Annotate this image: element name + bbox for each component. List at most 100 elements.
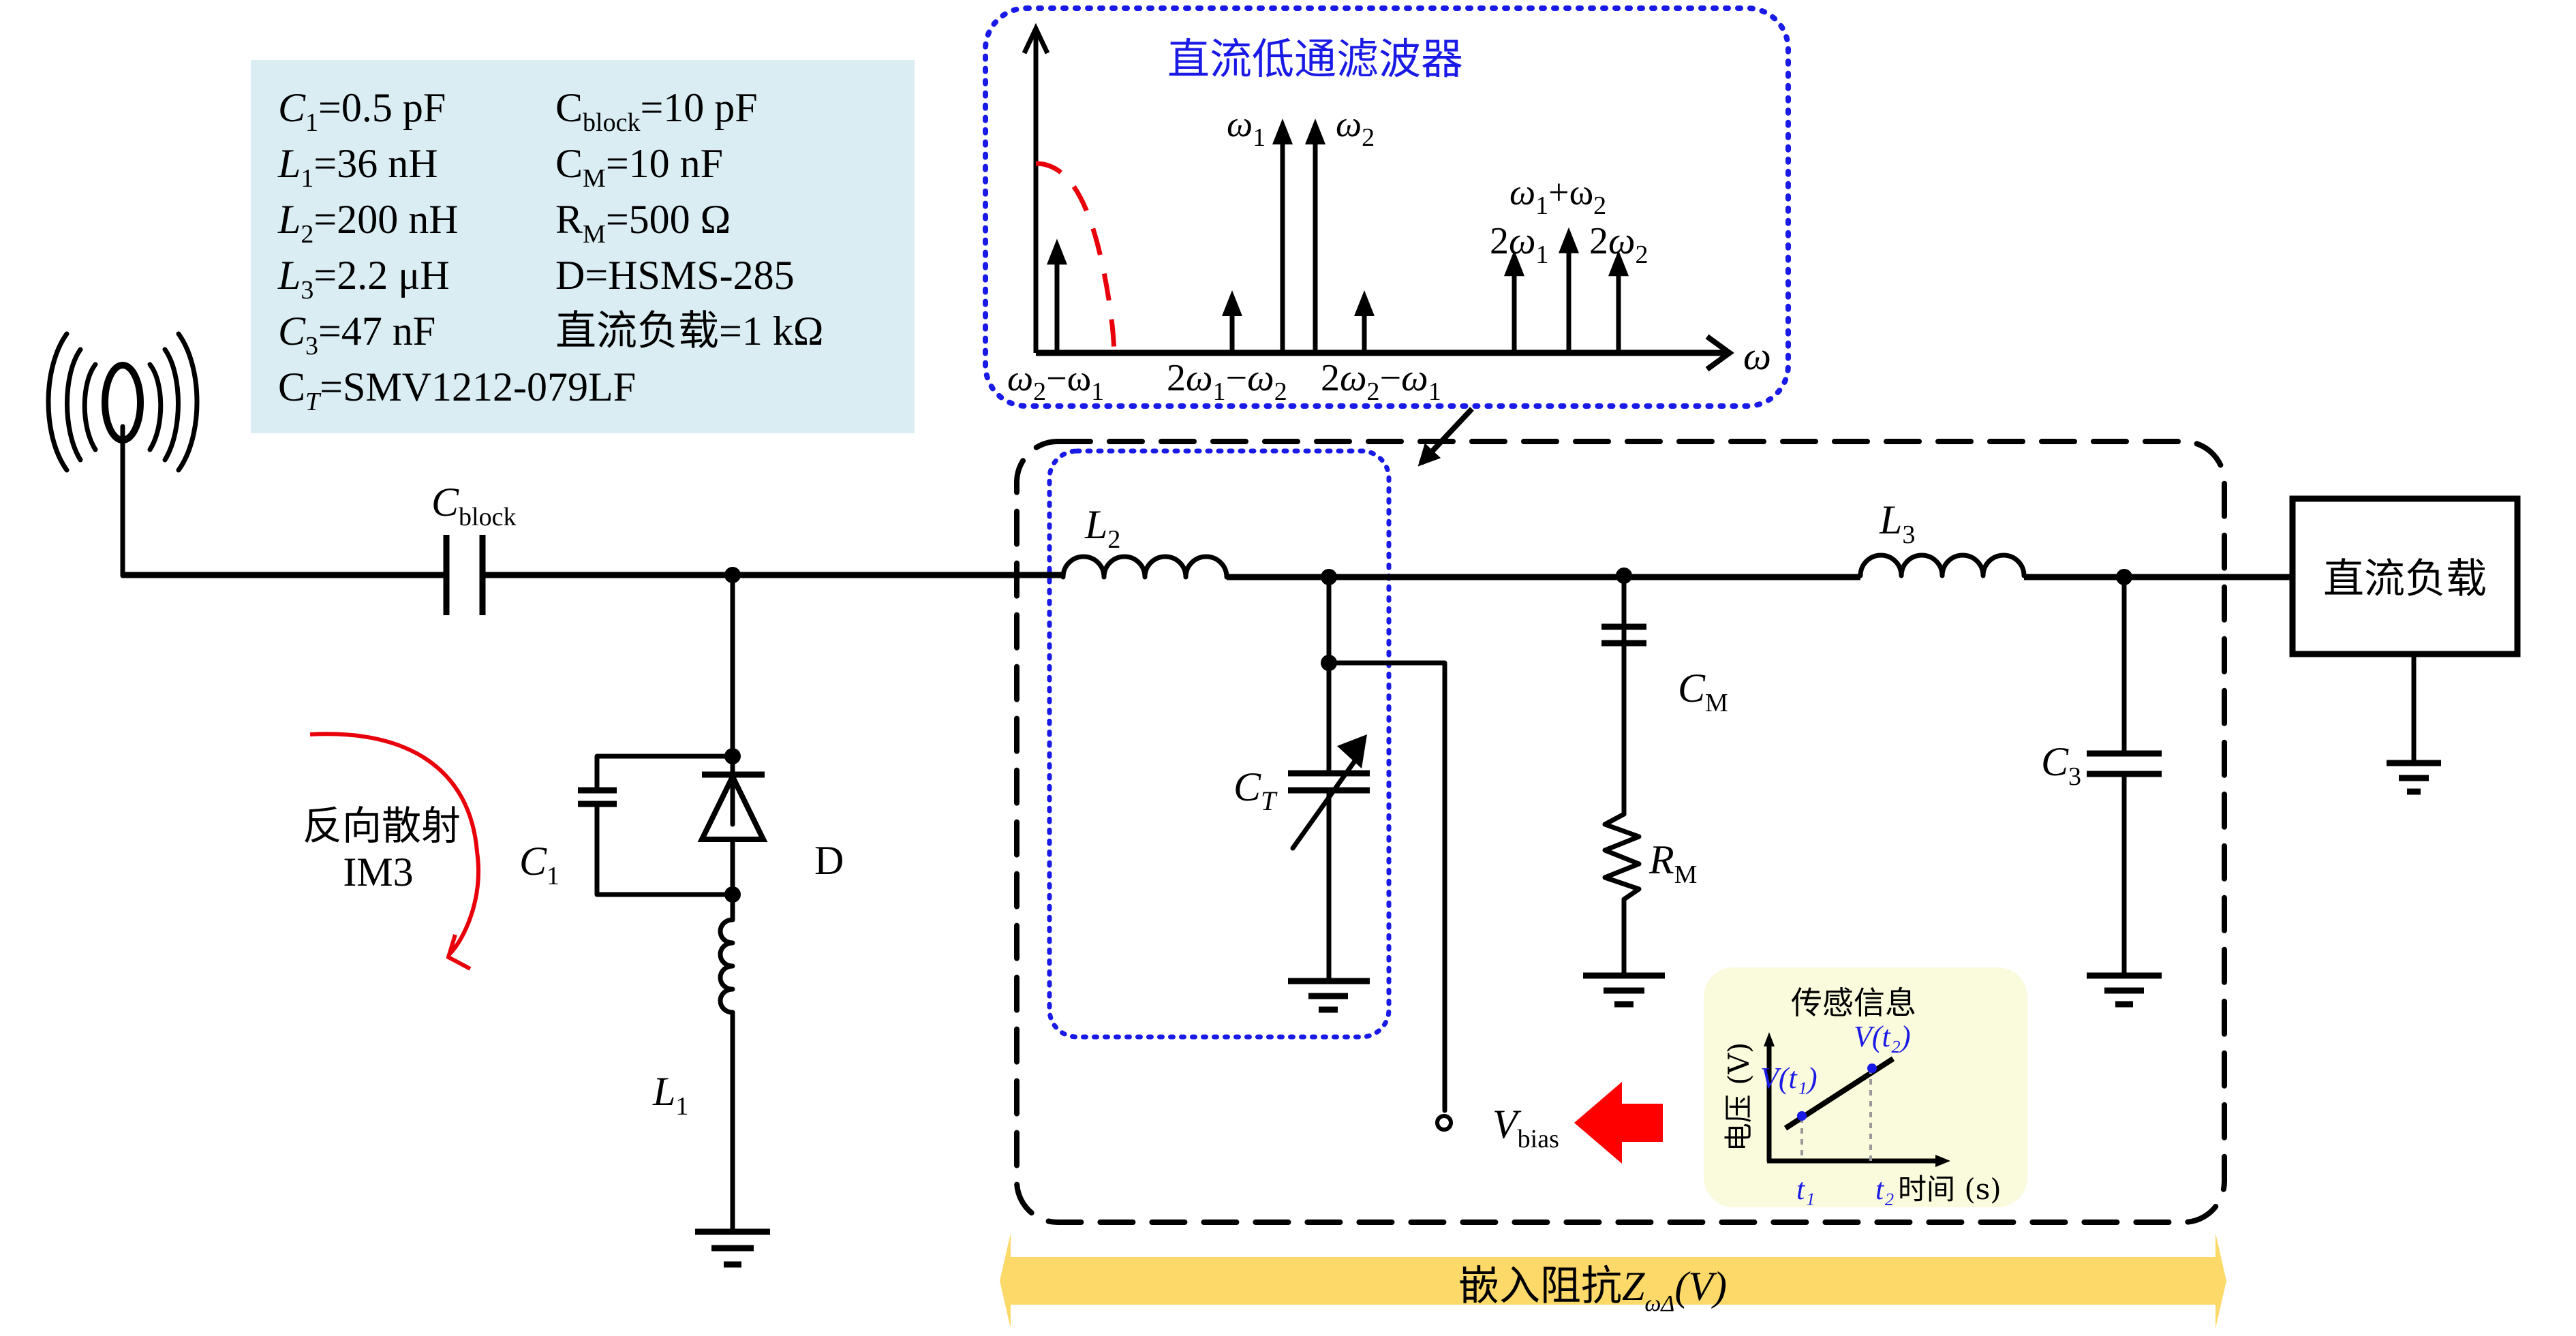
l1-inductor (718, 917, 735, 1015)
param-right-4: 直流负载=1 kΩ (555, 307, 823, 355)
ground-icon (2087, 972, 2162, 1008)
param-symbol: 直流负载 (555, 307, 719, 355)
spectral-arrowhead-w1 (1272, 119, 1293, 144)
label-2w1mw2: 2ω1−ω2 (1167, 357, 1287, 406)
point-v-t2 (1867, 1063, 1877, 1073)
c3-label: C3 (2041, 739, 2081, 791)
ct-label: CT (1233, 764, 1278, 816)
spectral-arrowhead-w2-w1 (1047, 238, 1067, 265)
param-subscript: 3 (305, 332, 318, 360)
label-w2mw1: ω2−ω1 (1007, 358, 1104, 406)
param-left-3: L3=2.2 μH (277, 253, 450, 305)
sensing-bg (1704, 967, 2027, 1207)
param-subscript: 2 (301, 220, 313, 249)
param-value: =200 nH (313, 197, 458, 242)
param-subscript: 1 (305, 108, 318, 137)
c1-wire-loop (594, 754, 735, 897)
param-symbol: C (278, 309, 306, 354)
spectral-arrowhead-w2 (1305, 119, 1325, 144)
label-w1: ω1 (1227, 104, 1266, 152)
spectral-arrowhead-2w1 (1504, 250, 1524, 277)
param-subscript: 1 (301, 164, 313, 193)
spectrum-inset: 直流低通滤波器 ω ω1 ω2 ω1+ω2 2ω1 2ω2 ω2−ω1 2ω1−… (983, 5, 1791, 467)
param-left-2: L2=200 nH (277, 197, 459, 249)
embedding-network-border (1014, 439, 2227, 1225)
spectral-arrowhead-2w1-w2 (1222, 290, 1242, 316)
spectrum-y-arrowhead (1022, 22, 1050, 55)
l1-label: L1 (652, 1069, 688, 1121)
ground-icon (1288, 978, 1370, 1013)
label-2w2: 2ω2 (1589, 220, 1649, 269)
vbias-label: Vbias (1492, 1102, 1559, 1153)
spectrum-connector-arrow (1417, 407, 1474, 467)
label-w2: ω2 (1336, 104, 1375, 152)
dc-load-box (2289, 495, 2521, 657)
sensing-x-label: 时间 (s) (1898, 1172, 2002, 1206)
backscatter-arrowhead (446, 934, 472, 971)
param-value: =47 nF (318, 309, 435, 354)
ground-icon (695, 1228, 770, 1268)
param-subscript: M (583, 220, 606, 249)
param-value: =SMV1212-079LF (320, 364, 636, 409)
backscatter-arrow (309, 732, 480, 956)
label-v-t2: V(t₂) (1854, 1020, 1911, 1053)
c1-capacitor (578, 787, 617, 807)
param-right-0: Cblock=10 pF (555, 85, 758, 137)
param-right-1: CM=10 nF (555, 141, 723, 193)
diode-label: D (814, 838, 844, 883)
param-value: =10 nF (606, 141, 723, 186)
param-symbol: L (277, 253, 301, 298)
param-subscript: block (583, 108, 640, 137)
spectrum-x-arrowhead (1705, 334, 1734, 372)
embedded-impedance-label: 嵌入阻抗ZωΔ(V) (1458, 1262, 1727, 1316)
sensing-y-label: 电压 (V) (1722, 1042, 1755, 1151)
cm-label: CM (1678, 666, 1728, 717)
bias-terminal[interactable] (1435, 1114, 1453, 1132)
ct-varactor (1288, 734, 1370, 851)
dc-load-label: 直流负载 (2323, 555, 2487, 603)
param-symbol: L (277, 141, 301, 186)
param-symbol: R (555, 197, 583, 242)
param-right-2: RM=500 Ω (555, 197, 731, 249)
param-value: =500 Ω (606, 197, 731, 242)
l3-inductor (1858, 553, 2027, 578)
backscatter-label: 反向散射 (303, 803, 461, 849)
param-value: =1 kΩ (719, 309, 823, 354)
label-2w2mw1: 2ω2−ω1 (1321, 357, 1441, 406)
cblock-label: Cblock (431, 480, 516, 531)
l3-label: L3 (1879, 497, 1915, 549)
param-value: =36 nH (313, 141, 438, 186)
filter-response-curve (1035, 161, 1117, 354)
parameter-box-bg (251, 60, 915, 433)
param-left-4: C3=47 nF (278, 309, 435, 360)
param-symbol: C (555, 85, 583, 130)
ground-icon (1583, 972, 1665, 1008)
l2-label: L2 (1084, 502, 1120, 554)
param-right-3: D=HSMS-285 (555, 253, 795, 298)
label-2w1: 2ω1 (1490, 220, 1549, 269)
sensing-x-arrowhead (1935, 1155, 1950, 1167)
param-value: =0.5 pF (318, 85, 446, 130)
cblock-capacitor (443, 535, 486, 615)
param-value: =HSMS-285 (585, 253, 794, 298)
param-left-0: C1=0.5 pF (278, 85, 446, 137)
param-subscript: 3 (301, 276, 313, 305)
spectrum-border (983, 5, 1791, 409)
c1-label: C1 (519, 839, 559, 890)
param-subscript: T (305, 388, 322, 416)
param-symbol: D (555, 253, 585, 298)
sensing-y-arrowhead (1764, 1032, 1775, 1046)
c3-capacitor (2087, 750, 2162, 777)
rm-resistor (1602, 811, 1642, 902)
sensing-inset: 传感信息 V(t₁) V(t₂) 电压 (V) t₁ t₂ 时间 (s) (1704, 967, 2027, 1207)
spectrum-axis-label: ω (1743, 334, 1771, 378)
spectrum-title: 直流低通滤波器 (1167, 34, 1463, 84)
param-symbol: C (278, 364, 305, 409)
param-subscript: M (583, 164, 606, 193)
bias-wire (1326, 660, 1447, 1113)
param-left-5: CT=SMV1212-079LF (278, 364, 636, 416)
spectral-arrowhead-w1+w2 (1559, 227, 1579, 253)
param-value: =2.2 μH (313, 253, 449, 298)
label-t1: t₁ (1796, 1172, 1815, 1206)
